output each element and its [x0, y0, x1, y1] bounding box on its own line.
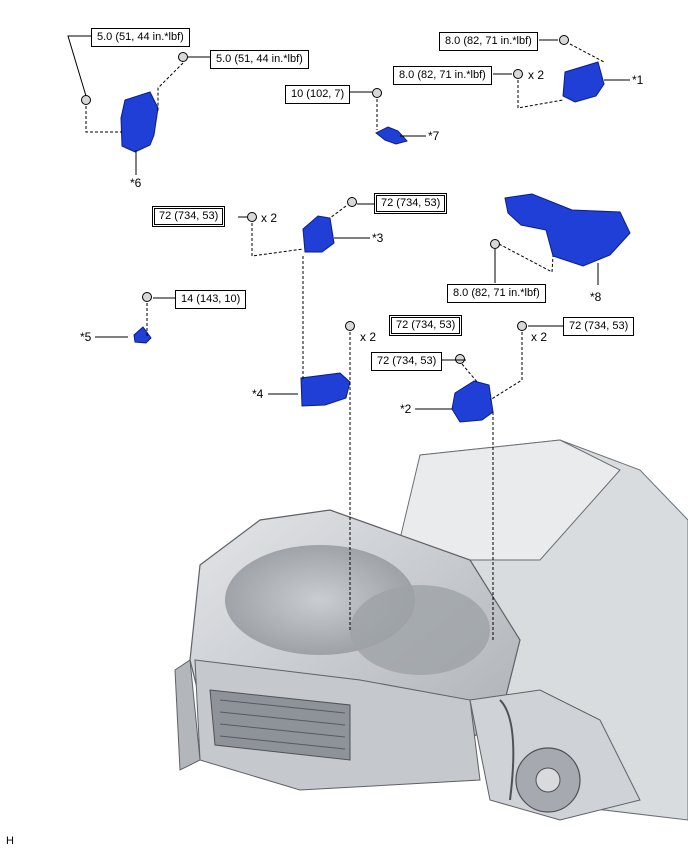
torque-label: 14 (143, 10): [175, 290, 247, 309]
part-8-harness: [504, 193, 631, 267]
callout-2: *2: [400, 402, 412, 416]
corner-mark: H: [6, 835, 14, 847]
bolt-icon: [490, 239, 500, 249]
part-7-bracket: [375, 126, 408, 145]
part-2-bracket: [451, 380, 494, 423]
callout-8: *8: [590, 290, 602, 304]
bolt-icon: [247, 212, 257, 222]
torque-label: 10 (102, 7): [285, 85, 351, 104]
torque-label: 5.0 (51, 44 in.*lbf): [210, 50, 309, 69]
torque-label-double: 72 (734, 53): [374, 193, 448, 214]
part-6-bracket: [120, 91, 159, 153]
callout-5: *5: [80, 330, 92, 344]
bolt-icon: [517, 321, 527, 331]
nut-icon: [347, 197, 357, 207]
torque-label: 72 (734, 53): [563, 317, 635, 336]
quantity-multiplier: x 2: [261, 211, 278, 225]
quantity-multiplier: x 2: [360, 330, 377, 344]
nut-icon: [513, 69, 523, 79]
callout-4: *4: [252, 387, 264, 401]
nut-icon: [455, 354, 465, 364]
torque-label: 8.0 (82, 71 in.*lbf): [393, 66, 492, 85]
part-4-bracket: [300, 372, 351, 407]
torque-label: 5.0 (51, 44 in.*lbf): [91, 28, 190, 47]
torque-label: 8.0 (82, 71 in.*lbf): [439, 32, 538, 51]
bolt-icon: [345, 321, 355, 331]
torque-label: 72 (734, 53): [371, 352, 443, 371]
nut-icon: [559, 35, 569, 45]
part-1-bracket: [562, 61, 605, 103]
bolt-icon: [142, 292, 152, 302]
quantity-multiplier: x 2: [531, 330, 548, 344]
part-3-bracket: [302, 215, 335, 253]
torque-label-double: 72 (734, 53): [152, 206, 226, 227]
callout-7: *7: [428, 129, 440, 143]
part-5-bracket: [133, 326, 152, 344]
callout-1: *1: [632, 73, 644, 87]
callout-3: *3: [372, 231, 384, 245]
quantity-multiplier: x 2: [528, 68, 545, 82]
torque-label-double: 72 (734, 53): [389, 315, 463, 336]
torque-label: 8.0 (82, 71 in.*lbf): [447, 284, 546, 303]
vehicle-engine-bay: [174, 439, 688, 821]
bolt-icon: [372, 88, 382, 98]
bolt-icon: [81, 95, 91, 105]
callout-6: *6: [130, 176, 142, 190]
nut-icon: [178, 52, 188, 62]
